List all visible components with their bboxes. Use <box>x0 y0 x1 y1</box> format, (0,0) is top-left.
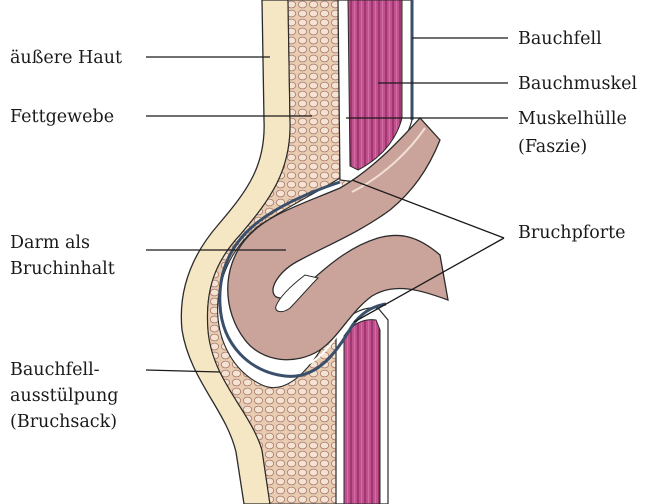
label-fat-tissue: Fettgewebe <box>10 107 114 127</box>
label-bowel-line1: Darm als <box>10 233 90 253</box>
label-fascia-line1: Muskelhülle <box>518 109 627 129</box>
label-sac-line1: Bauchfell- <box>10 360 100 380</box>
label-peritoneum: Bauchfell <box>518 29 602 49</box>
label-sac-line3: (Bruchsack) <box>10 412 117 432</box>
label-abdominal-muscle: Bauchmuskel <box>518 74 637 94</box>
label-bowel-line2: Bruchinhalt <box>10 259 115 279</box>
label-outer-skin: äußere Haut <box>10 48 122 68</box>
lower-muscle <box>344 320 380 504</box>
label-fascia-line2: (Faszie) <box>518 137 587 157</box>
label-sac-line2: ausstülpung <box>10 386 119 406</box>
label-hernial-orifice: Bruchpforte <box>518 223 626 243</box>
